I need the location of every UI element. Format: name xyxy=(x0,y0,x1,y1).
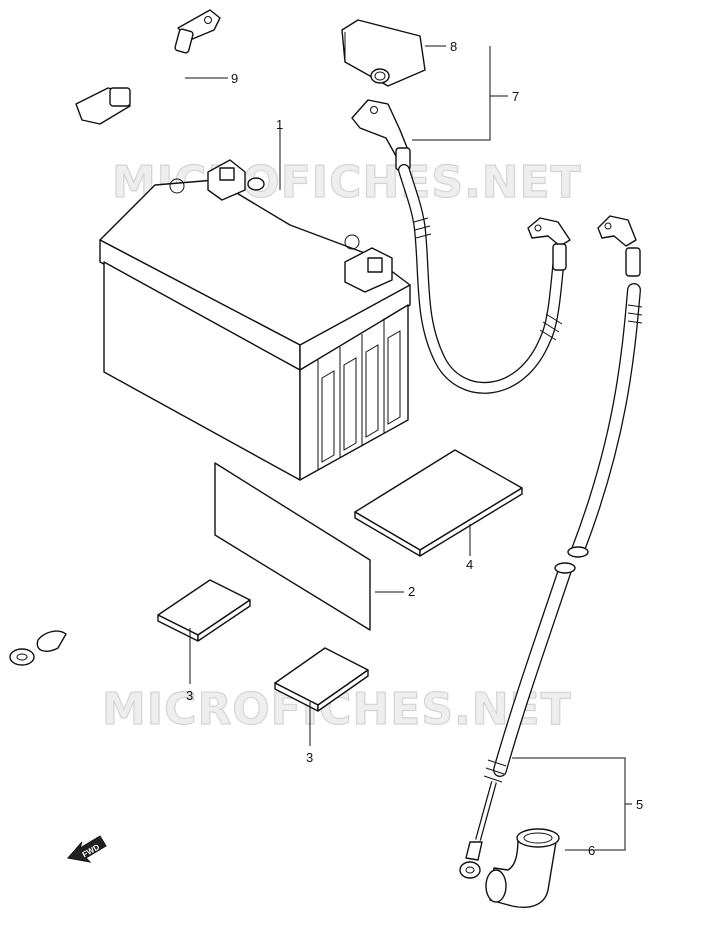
callout-4: 4 xyxy=(466,557,473,572)
fwd-arrow-icon: FWD xyxy=(67,835,107,863)
callout-9: 9 xyxy=(231,71,238,86)
callout-8: 8 xyxy=(450,39,457,54)
callout-7: 7 xyxy=(512,89,519,104)
callout-3a: 3 xyxy=(186,688,193,703)
leader-lines xyxy=(185,45,632,851)
callout-2: 2 xyxy=(408,584,415,599)
callout-3b: 3 xyxy=(306,750,313,765)
terminal-cover xyxy=(341,19,426,87)
ground-cable xyxy=(9,9,221,666)
battery xyxy=(99,159,411,481)
positive-cable xyxy=(351,99,571,394)
callout-1: 1 xyxy=(276,117,283,132)
battery-pad-large xyxy=(214,462,371,631)
negative-cable xyxy=(459,215,643,908)
battery-pad-small xyxy=(157,579,369,712)
battery-pad-top xyxy=(354,449,523,557)
callout-6: 6 xyxy=(588,843,595,858)
callout-5: 5 xyxy=(636,797,643,812)
